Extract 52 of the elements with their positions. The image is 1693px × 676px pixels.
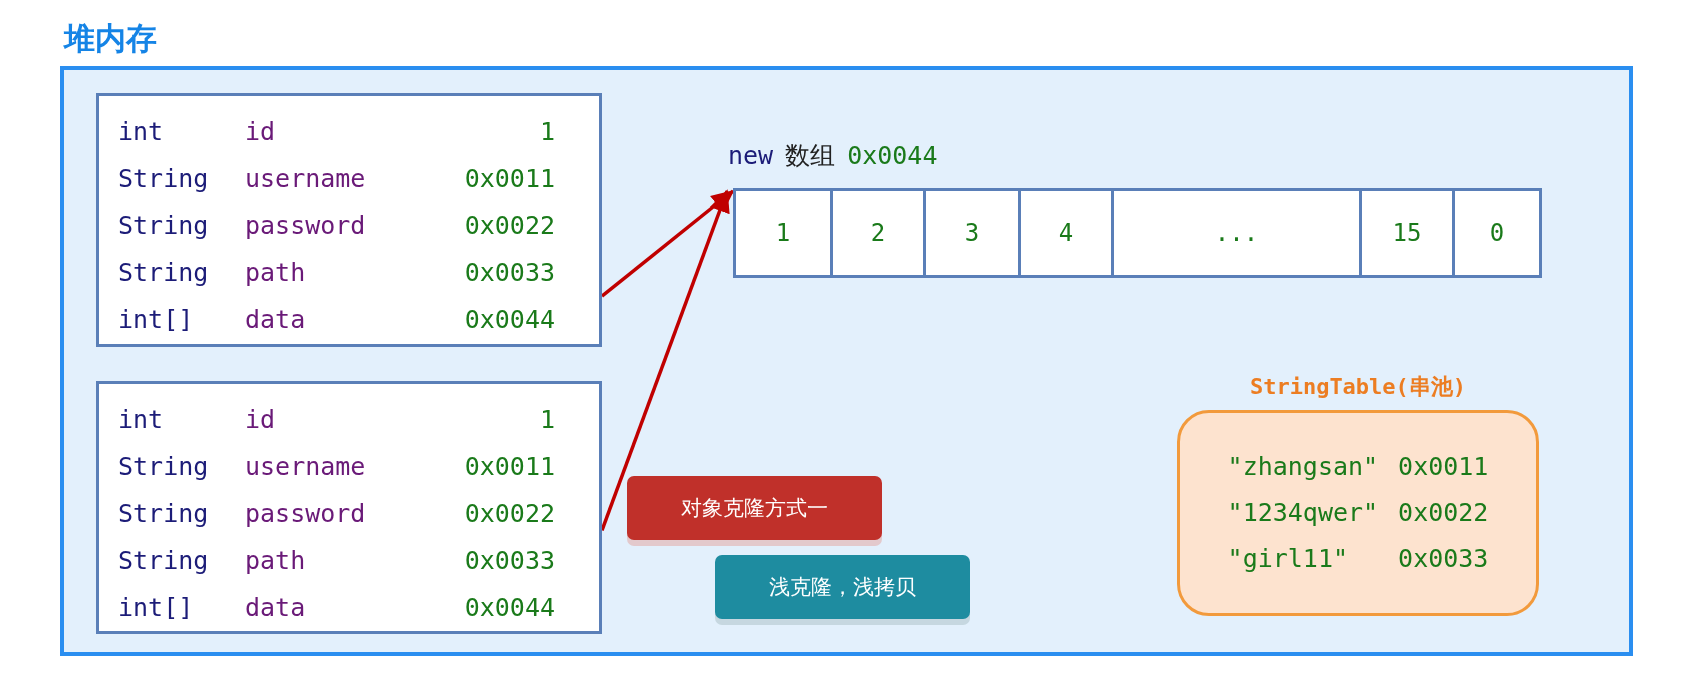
field-type: String <box>118 163 210 195</box>
array-cell: ... <box>1111 188 1362 278</box>
address-value: 0x0011 <box>1398 451 1489 483</box>
field-type: String <box>118 498 210 530</box>
array-cell: 0 <box>1452 188 1542 278</box>
field-name: id <box>245 404 277 436</box>
address-value: 0x0044 <box>847 141 938 170</box>
heading: StringTable(串池) <box>1248 373 1468 401</box>
field-type: String <box>118 210 210 242</box>
heading: 堆内存 <box>64 19 157 58</box>
field-name: username <box>245 451 367 483</box>
arrow <box>600 189 730 531</box>
field-name: password <box>245 210 367 242</box>
field-value: 0x0044 <box>463 592 555 624</box>
array-cell: 3 <box>923 188 1021 278</box>
field-type: String <box>118 545 210 577</box>
field-name: path <box>245 545 307 577</box>
field-type: String <box>118 451 210 483</box>
address-value: 0x0033 <box>1398 543 1489 575</box>
field-value: 0x0033 <box>463 257 555 289</box>
object-box <box>96 93 602 347</box>
field-name: username <box>245 163 367 195</box>
field-name: path <box>245 257 307 289</box>
field-value: 0x0022 <box>463 210 555 242</box>
field-value: 0x0011 <box>463 451 555 483</box>
array-label: 数组 <box>785 141 836 170</box>
field-value: 0x0033 <box>463 545 555 577</box>
string-literal: "girl11" <box>1227 543 1349 575</box>
object-box <box>96 381 602 634</box>
string-literal: "zhangsan" <box>1227 451 1379 483</box>
field-name: id <box>245 116 277 148</box>
arrow <box>600 189 735 298</box>
field-type: int[] <box>118 304 195 336</box>
array-cell: 15 <box>1359 188 1455 278</box>
field-type: String <box>118 257 210 289</box>
address-value: 0x0022 <box>1398 497 1489 529</box>
field-value: 0x0011 <box>463 163 555 195</box>
field-value: 0x0022 <box>463 498 555 530</box>
field-type: int[] <box>118 592 195 624</box>
field-value: 0x0044 <box>463 304 555 336</box>
field-name: data <box>245 304 307 336</box>
keyword: new <box>728 141 774 170</box>
array-cell: 4 <box>1018 188 1114 278</box>
field-name: password <box>245 498 367 530</box>
field-value: 1 <box>538 404 555 436</box>
field-type: int <box>118 404 165 436</box>
field-type: int <box>118 116 165 148</box>
string-literal: "1234qwer" <box>1227 497 1379 529</box>
array-cell: 2 <box>830 188 926 278</box>
field-value: 1 <box>538 116 555 148</box>
field-name: data <box>245 592 307 624</box>
array-cell: 1 <box>733 188 833 278</box>
